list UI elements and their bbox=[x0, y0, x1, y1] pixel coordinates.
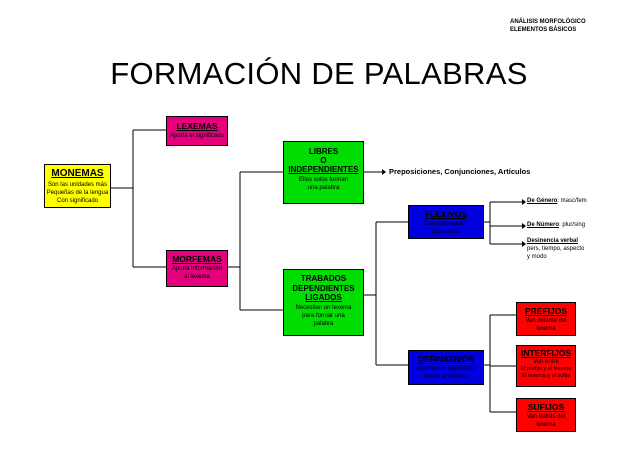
trabados-box: TRABADOS DEPENDIENTES LIGADOS Necesitan … bbox=[283, 269, 364, 336]
arrowhead-numero bbox=[522, 223, 526, 229]
prefijos-box: PREFIJOS Van delante del lexema bbox=[516, 302, 576, 336]
interfijos-sub-1: Van entre bbox=[533, 358, 559, 365]
prefijos-title: PREFIJOS bbox=[524, 306, 568, 316]
arrowhead-preposiciones bbox=[382, 169, 386, 175]
morfemas-sub-2: al lexema bbox=[184, 274, 210, 281]
trabados-title-2: DEPENDIENTES bbox=[292, 283, 355, 293]
interfijos-box: INTERFIJOS Van entre El prefijo y el lex… bbox=[516, 345, 576, 387]
libres-sub-1: Ellos solos forman bbox=[298, 176, 349, 183]
note-desinencia-label: Desinencia verbal bbox=[527, 238, 579, 244]
page-title: FORMACIÓN DE PALABRAS bbox=[110, 56, 528, 91]
monemas-sub-1: Son las unidades más bbox=[47, 181, 108, 188]
flexivos-title: FLEXIVOS bbox=[424, 209, 468, 219]
derivativos-box: DERIVATIVOS Aportan un significado nuevo… bbox=[408, 350, 484, 385]
interfijos-title: INTERFIJOS bbox=[520, 348, 572, 358]
libres-box: LIBRES O INDEPENDIENTES Ellos solos form… bbox=[283, 141, 364, 204]
prefijos-sub-2: lexema bbox=[536, 326, 556, 333]
monemas-sub-2: Pequeñas de la lengua bbox=[46, 189, 109, 196]
morfemas-sub-1: Aporta información bbox=[171, 265, 223, 272]
interfijos-sub-3: El lexema y el sufijo bbox=[521, 373, 571, 380]
interfijos-sub-2: El prefijo y el lexema bbox=[520, 366, 572, 373]
header-line-1: ANÁLISIS MORFOLÓGICO bbox=[510, 19, 586, 25]
note-desinencia: Desinencia verbal pers, tiempo, aspecto … bbox=[527, 238, 584, 261]
monemas-box: MONEMAS Son las unidades más Pequeñas de… bbox=[44, 164, 111, 208]
note-numero-value: : plur/sing bbox=[559, 222, 586, 228]
sufijos-box: SUFIJOS Van detrás del lexema bbox=[516, 398, 576, 432]
lexemas-box: LEXEMAS Aporta el significado bbox=[166, 116, 228, 146]
note-desinencia-line-2: y modo bbox=[527, 253, 547, 260]
monemas-sub-3: Con significado bbox=[56, 197, 99, 204]
trabados-sub-1: Necesitan un lexema bbox=[295, 304, 352, 311]
morfemas-title: MORFEMAS bbox=[172, 254, 222, 264]
flexivos-sub-1: Dan información bbox=[424, 220, 468, 227]
derivativos-title: DERIVATIVOS bbox=[417, 354, 475, 364]
flexivos-sub-2: gramatical bbox=[432, 229, 460, 236]
trabados-sub-3: palabra bbox=[313, 320, 334, 327]
morfemas-box: MORFEMAS Aporta información al lexema bbox=[166, 250, 228, 287]
note-numero: De Número: plur/sing bbox=[527, 222, 585, 230]
derivativos-sub-2: nuevo al lexema bbox=[424, 374, 468, 381]
libres-sub-2: una palabra bbox=[307, 184, 340, 191]
flexivos-box: FLEXIVOS Dan información gramatical bbox=[408, 205, 484, 239]
libres-title-2: O bbox=[320, 156, 327, 166]
sufijos-sub-1: Van detrás del bbox=[526, 413, 566, 420]
arrowhead-desinencia bbox=[522, 241, 526, 247]
note-genero-label: De Género bbox=[527, 198, 558, 204]
sufijos-title: SUFIJOS bbox=[527, 402, 565, 412]
note-numero-label: De Número bbox=[527, 222, 560, 228]
note-genero: De Género: masc/fem bbox=[527, 198, 587, 206]
lexemas-title: LEXEMAS bbox=[176, 121, 218, 131]
trabados-title-1: TRABADOS bbox=[300, 274, 347, 283]
preposiciones-text: Preposiciones, Conjunciones, Artículos bbox=[389, 167, 531, 176]
libres-title-1: LIBRES bbox=[308, 147, 339, 156]
trabados-sub-2: para formar una bbox=[302, 312, 345, 319]
trabados-title-3: LIGADOS bbox=[305, 293, 342, 303]
sufijos-sub-2: lexema bbox=[536, 422, 556, 429]
libres-title-3: INDEPENDIENTES bbox=[288, 165, 359, 175]
header-line-2: ELEMENTOS BÁSICOS bbox=[510, 27, 577, 34]
header: ANÁLISIS MORFOLÓGICO ELEMENTOS BÁSICOS bbox=[510, 18, 586, 34]
note-desinencia-line-1: pers, tiempo, aspecto bbox=[527, 245, 585, 252]
note-genero-value: : masc/fem bbox=[557, 198, 587, 204]
derivativos-sub-1: Aportan un significado bbox=[416, 365, 476, 372]
monemas-title: MONEMAS bbox=[51, 168, 104, 179]
prefijos-sub-1: Van delante del bbox=[525, 317, 567, 324]
lexemas-sub-1: Aporta el significado bbox=[169, 132, 225, 139]
arrowhead-genero bbox=[522, 199, 526, 205]
